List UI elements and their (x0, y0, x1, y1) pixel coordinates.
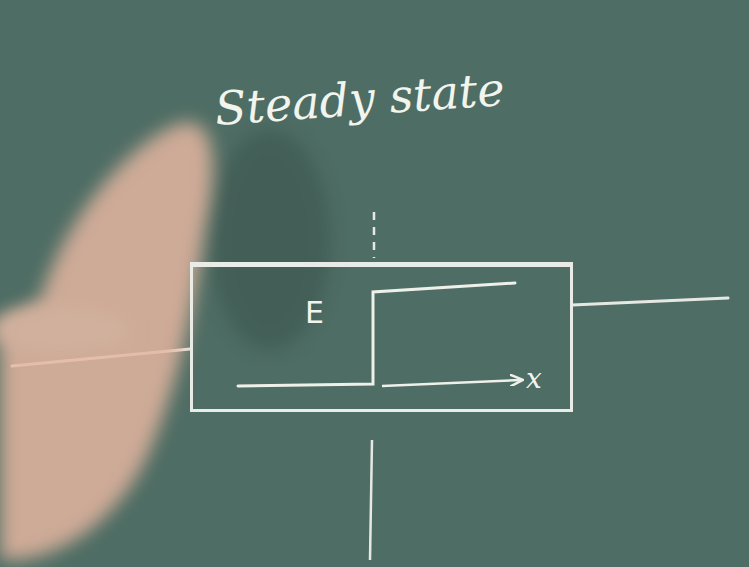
step-profile (238, 283, 515, 386)
x-axis-arrow (382, 380, 522, 386)
axis-label: x (526, 362, 542, 395)
chalk-box: E (190, 262, 573, 412)
box-label: E (305, 295, 324, 330)
hand-blur (0, 122, 213, 560)
hand-shadow (210, 130, 330, 350)
board-title: Steady state (213, 62, 506, 136)
